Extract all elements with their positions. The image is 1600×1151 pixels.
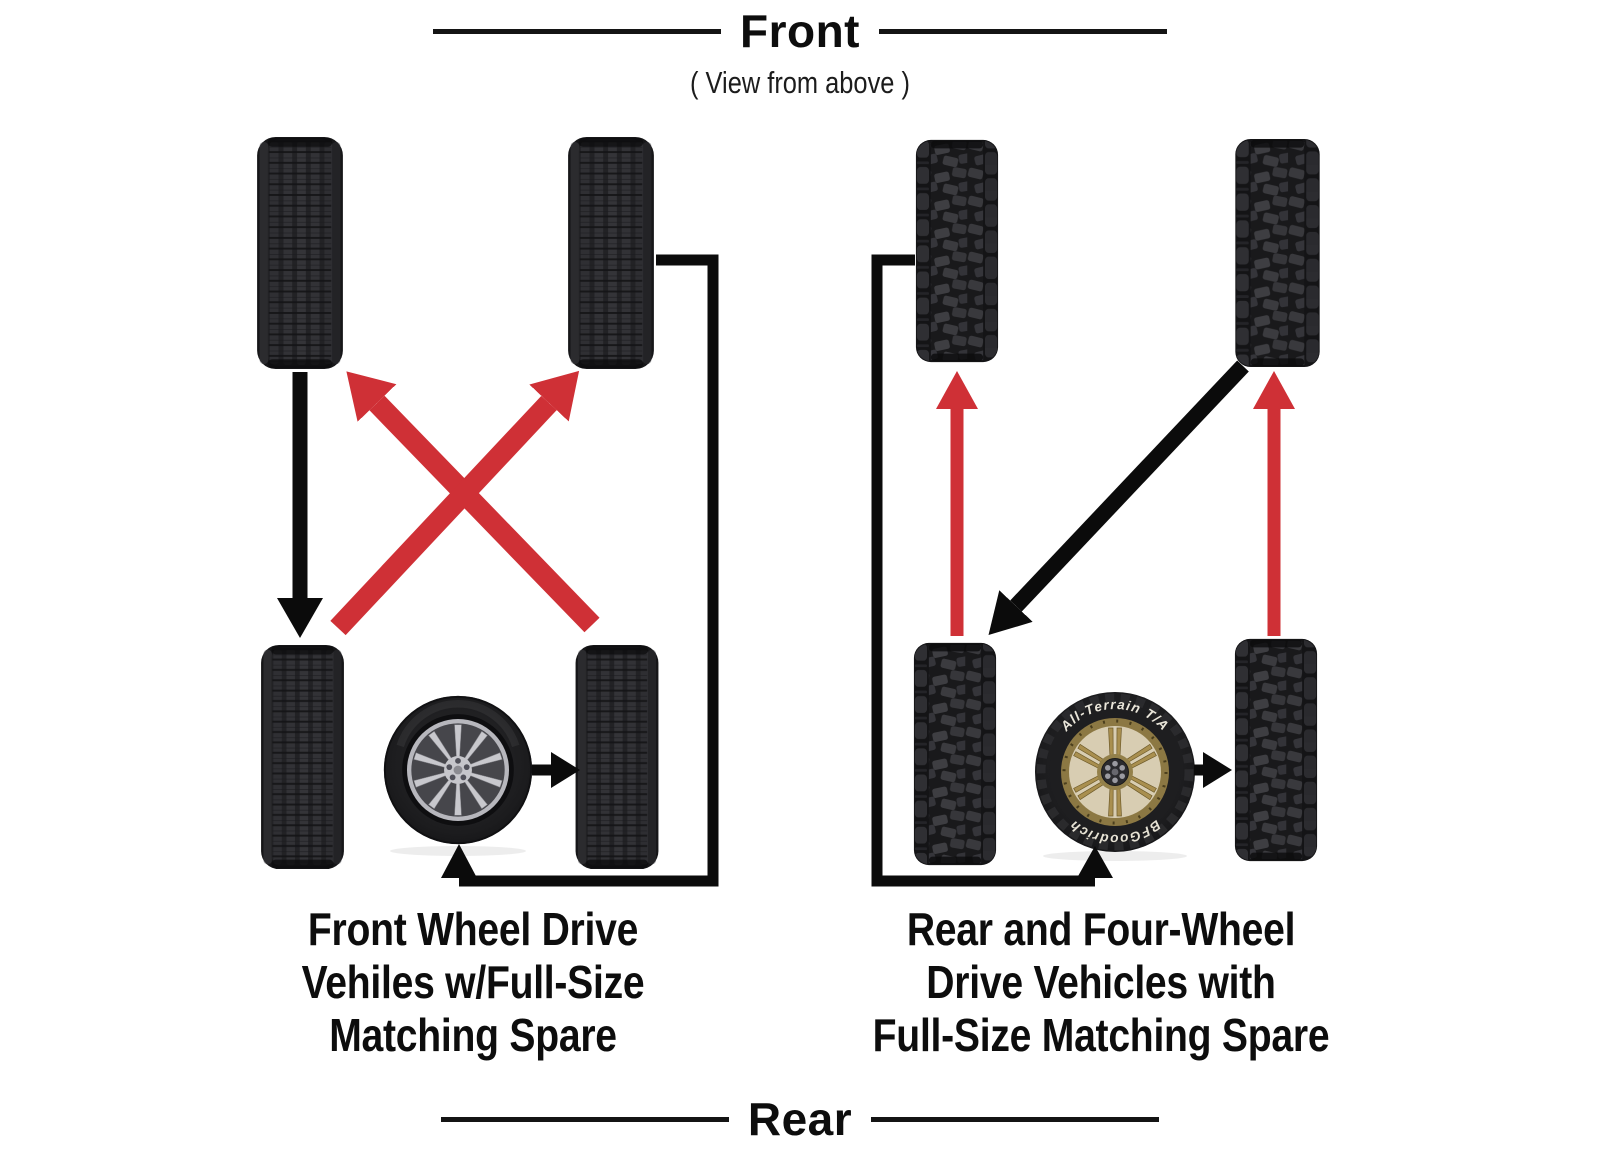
rear-label: Rear: [747, 1093, 853, 1145]
front-axis-row: Front: [0, 8, 1600, 54]
awd-caption-line-3: Full-Size Matching Spare: [872, 1009, 1330, 1061]
awd-front-right-tire: [1235, 138, 1320, 368]
front-right-rule: [879, 28, 1167, 34]
rear-axis-row: Rear: [0, 1096, 1600, 1142]
fwd-arrow-rearright-to-frontleft: [346, 371, 600, 633]
fwd-front-right-tire: [568, 136, 654, 370]
awd-caption: Rear and Four-Wheel Drive Vehicles with …: [860, 903, 1341, 1062]
awd-arrow-spare-to-rearright: [1194, 752, 1232, 788]
front-left-rule: [432, 28, 721, 34]
fwd-arrow-frontright-to-spare: [441, 254, 719, 887]
awd-arrow-frontleft-to-spare: [871, 254, 1113, 887]
fwd-arrow-rearleft-to-frontright: [330, 370, 580, 636]
awd-caption-line-1: Rear and Four-Wheel: [906, 903, 1296, 955]
awd-front-left-tire: [915, 139, 999, 363]
awd-spare-shadow: [1043, 851, 1187, 861]
front-label: Front: [739, 5, 860, 57]
awd-caption-line-2: Drive Vehicles with: [926, 956, 1276, 1008]
awd-rear-right-tire: [1234, 638, 1318, 862]
rear-left-rule: [440, 1116, 729, 1122]
fwd-caption-line-3: Matching Spare: [329, 1009, 617, 1061]
fwd-caption-line-1: Front Wheel Drive: [307, 903, 639, 955]
fwd-arrow-spare-to-rearright: [532, 752, 580, 788]
fwd-caption-line-2: Vehiles w/Full-Size: [301, 956, 645, 1008]
fwd-spare-wheel: [384, 696, 532, 844]
view-from-above-note: ( View from above ): [690, 65, 910, 100]
fwd-rear-right-tire: [575, 644, 659, 870]
fwd-front-left-tire: [257, 136, 343, 370]
awd-arrow-frontright-to-rearleft: [988, 360, 1249, 636]
fwd-rear-left-tire: [261, 644, 344, 870]
awd-spare-wheel: All-Terrain T/A BFGoodrich: [1035, 692, 1195, 852]
awd-rear-left-tire: [913, 642, 997, 866]
fwd-caption: Front Wheel Drive Vehiles w/Full-Size Ma…: [235, 903, 711, 1062]
rear-right-rule: [871, 1116, 1160, 1122]
